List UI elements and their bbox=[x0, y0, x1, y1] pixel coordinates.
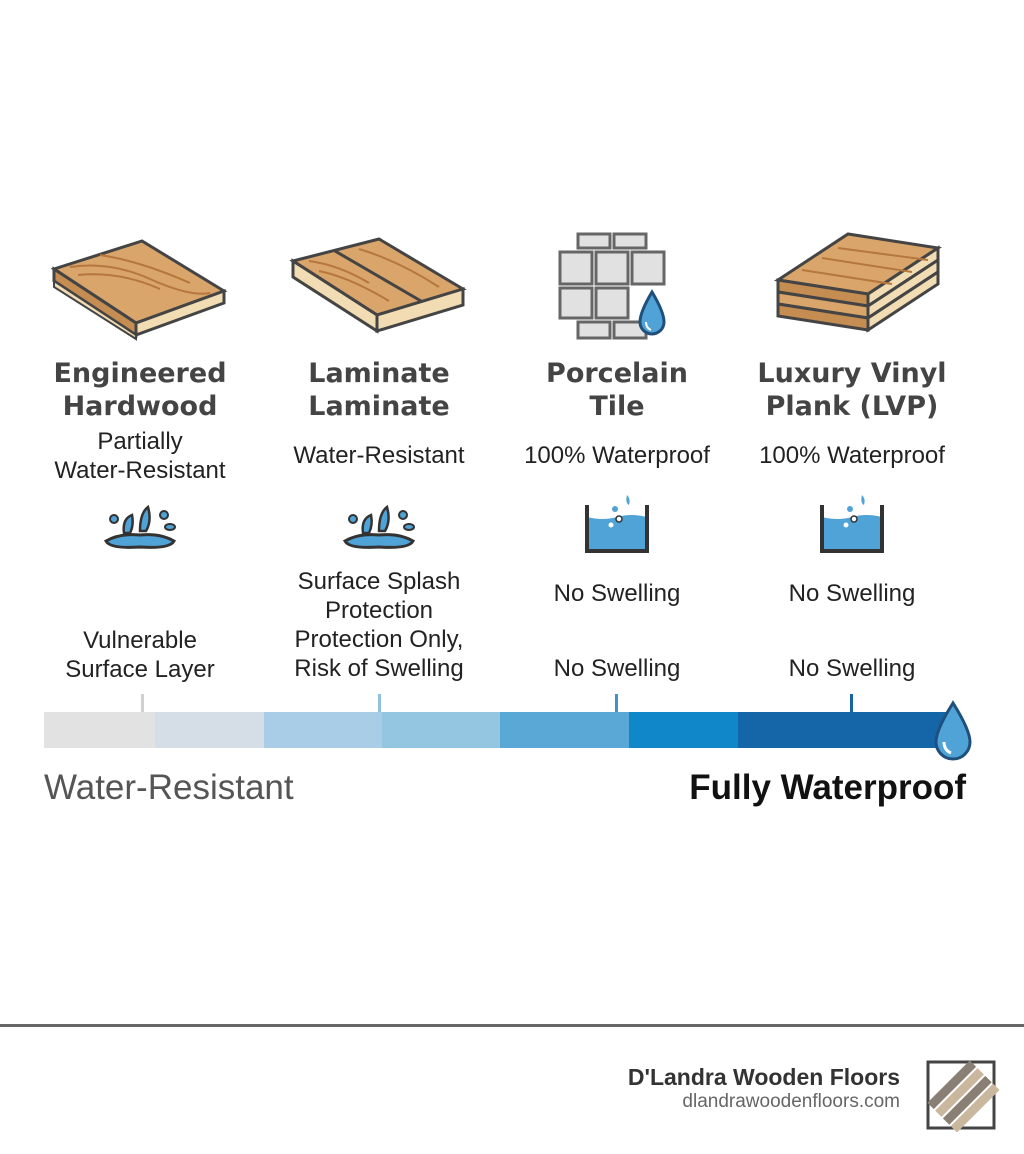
scale-segment bbox=[629, 712, 738, 748]
footer-divider bbox=[0, 1024, 1024, 1027]
swelling-note: No Swelling bbox=[553, 580, 681, 607]
scale-segment bbox=[382, 712, 500, 748]
product-title: Engineered Hardwood bbox=[53, 358, 227, 422]
swelling-note: Surface Splash Protection Protection Onl… bbox=[294, 568, 464, 682]
water-rating: Partially Water-Resistant bbox=[54, 428, 226, 484]
scale-tick bbox=[378, 694, 381, 712]
scale-tick bbox=[141, 694, 144, 712]
swelling-note: No Swelling bbox=[788, 580, 916, 607]
scale-segment bbox=[500, 712, 629, 748]
submerged-icon bbox=[499, 491, 735, 557]
swelling-note: No Swelling bbox=[553, 655, 681, 682]
scale-segment bbox=[738, 712, 949, 748]
brand-logo-icon bbox=[922, 1052, 1002, 1137]
waterproof-scale-bar bbox=[44, 712, 949, 748]
scale-segment bbox=[44, 712, 155, 748]
engineered-plank-icon bbox=[22, 225, 258, 347]
product-porcelain-tile: Porcelain Tile 100% Waterproof No Swelli… bbox=[499, 225, 735, 682]
brand-name: D'Landra Wooden Floors bbox=[627, 1064, 900, 1090]
splash-icon bbox=[261, 495, 497, 551]
laminate-plank-icon bbox=[261, 225, 497, 347]
submerged-icon bbox=[734, 491, 970, 557]
vinyl-plank-stack-icon bbox=[734, 225, 970, 347]
scale-label-left: Water-Resistant bbox=[44, 768, 294, 807]
product-title: Porcelain Tile bbox=[546, 358, 688, 422]
swelling-note: No Swelling bbox=[788, 655, 916, 682]
scale-segment bbox=[264, 712, 382, 748]
product-luxury-vinyl-plank: Luxury Vinyl Plank (LVP) 100% Waterproof… bbox=[734, 225, 970, 682]
tile-icon bbox=[499, 225, 735, 347]
water-drop-icon bbox=[930, 700, 976, 767]
water-rating: 100% Waterproof bbox=[524, 442, 710, 469]
product-engineered-hardwood: Engineered Hardwood Partially Water-Resi… bbox=[22, 225, 258, 683]
scale-tick bbox=[850, 694, 853, 712]
scale-segment bbox=[155, 712, 264, 748]
water-rating: 100% Waterproof bbox=[759, 442, 945, 469]
swelling-note: Vulnerable Surface Layer bbox=[65, 627, 215, 683]
brand-url: dlandrawoodenfloors.com bbox=[682, 1091, 900, 1112]
water-rating: Water-Resistant bbox=[293, 442, 465, 469]
scale-tick bbox=[615, 694, 618, 712]
scale-label-right: Fully Waterproof bbox=[689, 768, 966, 807]
product-laminate: Laminate Laminate Water-Resistant Surfac… bbox=[261, 225, 497, 682]
splash-icon bbox=[22, 495, 258, 551]
product-title: Luxury Vinyl Plank (LVP) bbox=[757, 358, 947, 422]
product-title: Laminate Laminate bbox=[308, 358, 450, 422]
